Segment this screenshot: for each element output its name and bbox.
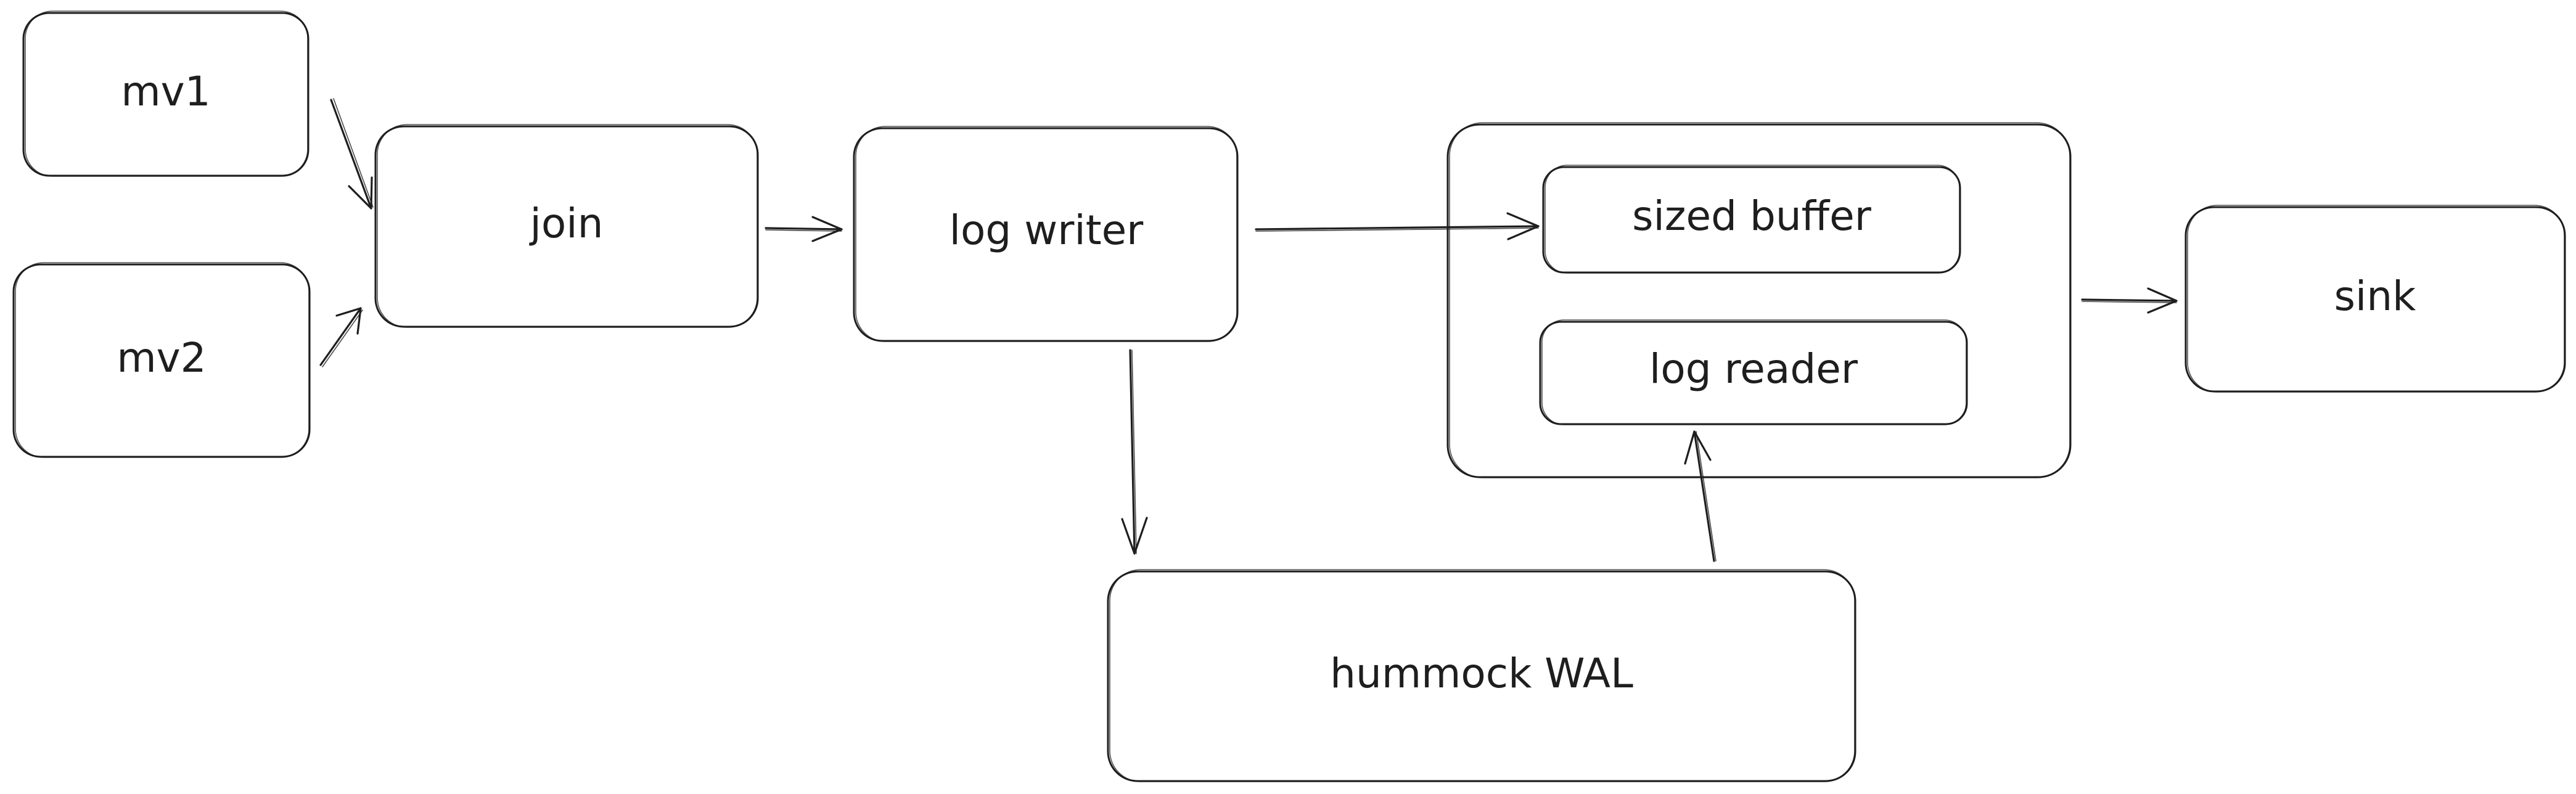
node-sink-label: sink xyxy=(2334,272,2417,320)
arrow-mv2-to-join xyxy=(319,307,363,367)
node-sink: sink xyxy=(2184,205,2566,393)
node-join-label: join xyxy=(529,200,604,247)
arrow-log-writer-to-hummock-wal xyxy=(1121,349,1148,555)
node-join: join xyxy=(374,124,759,328)
node-log-writer: log writer xyxy=(853,126,1239,342)
node-log-reader-label: log reader xyxy=(1649,345,1858,393)
arrow-hummock-wal-to-log-reader xyxy=(1684,430,1717,562)
node-mv2-label: mv2 xyxy=(117,334,206,382)
node-mv1-label: mv1 xyxy=(121,68,210,115)
node-log-writer-label: log writer xyxy=(950,207,1144,254)
node-log-reader: log reader xyxy=(1539,319,1968,425)
arrow-group-to-sink xyxy=(2081,287,2178,314)
node-mv1: mv1 xyxy=(22,10,310,177)
node-hummock-wal: hummock WAL xyxy=(1107,569,1856,782)
node-mv2: mv2 xyxy=(12,262,311,458)
node-sized-buffer-label: sized buffer xyxy=(1632,192,1872,240)
arrow-mv1-to-join xyxy=(330,98,374,210)
arrow-join-to-log-writer xyxy=(765,216,843,242)
node-sized-buffer: sized buffer xyxy=(1542,165,1961,274)
node-hummock-wal-label: hummock WAL xyxy=(1330,650,1633,697)
arrow-log-writer-to-sized-buffer xyxy=(1255,212,1540,240)
